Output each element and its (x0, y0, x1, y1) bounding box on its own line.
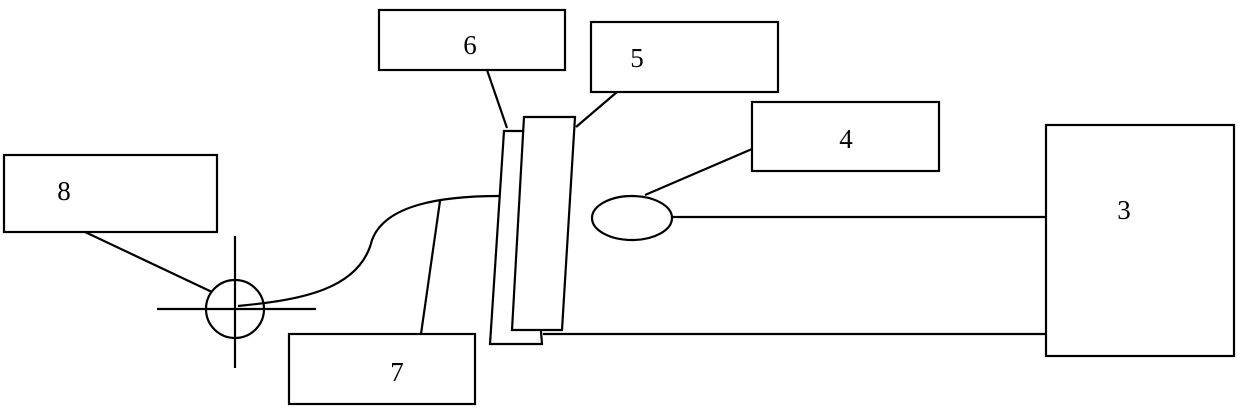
component-3-block (1046, 125, 1234, 356)
label-8: 8 (57, 176, 71, 206)
leader-7 (421, 201, 440, 334)
component-5-plate (512, 117, 575, 330)
label-5: 5 (630, 43, 644, 73)
label-box-5 (591, 22, 778, 92)
component-3-label: 3 (1117, 195, 1131, 225)
label-box-7 (289, 334, 475, 404)
label-4: 4 (839, 124, 853, 154)
component-4-ellipse (592, 196, 672, 240)
label-7: 7 (390, 357, 404, 387)
label-6: 6 (463, 30, 477, 60)
label-box-8 (4, 155, 217, 232)
leader-5 (576, 92, 617, 127)
component-7-fiber (238, 196, 500, 306)
leader-8 (85, 232, 212, 292)
leader-6 (487, 70, 507, 128)
leader-4 (645, 149, 752, 195)
